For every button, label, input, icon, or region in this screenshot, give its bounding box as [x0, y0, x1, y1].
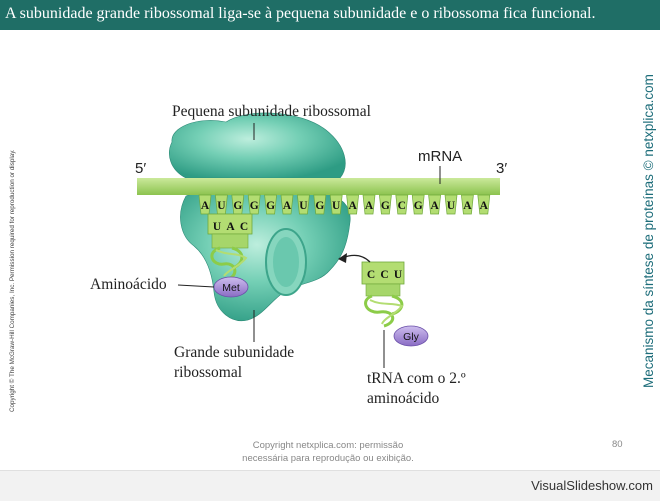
- mrna-tooth: [428, 194, 441, 215]
- page-number: 80: [612, 439, 623, 450]
- mrna-tooth: [444, 194, 458, 215]
- mrna-tooth: [362, 194, 376, 215]
- mrna-tooth: [346, 194, 359, 215]
- mrna-tooth: [411, 194, 425, 215]
- anticodon-base: U: [394, 269, 403, 281]
- large-subunit-label-line2: ribossomal: [174, 364, 243, 381]
- mrna-tooth: [329, 194, 343, 215]
- trna-label-line1: tRNA com o 2.º: [367, 370, 466, 387]
- mrna-base: A: [201, 200, 210, 212]
- anticodon-base: C: [240, 221, 248, 233]
- mrna-tooth: [379, 194, 392, 215]
- anticodon-base: A: [226, 221, 235, 233]
- mrna-base: A: [480, 200, 489, 212]
- mrna-base: C: [398, 200, 406, 212]
- amino-acid-gly: [393, 325, 429, 347]
- anticodon-base: U: [213, 221, 222, 233]
- mrna-base: A: [365, 200, 374, 212]
- mrna-base: G: [414, 200, 423, 212]
- mrna-tooth: [264, 194, 277, 215]
- mrna-tooth: [395, 194, 409, 215]
- ribosome-exit-site-inner: [273, 237, 299, 287]
- mrna-tooth: [477, 194, 491, 215]
- brand-watermark[interactable]: VisualSlideshow.com: [531, 478, 653, 493]
- gly-label: Gly: [403, 331, 420, 343]
- large-subunit-label-line1: Grande subunidade: [174, 344, 295, 361]
- mrna-base: A: [463, 200, 472, 212]
- footer-line-2: necessária para reprodução ou exibição.: [242, 453, 414, 464]
- five-prime-label: 5′: [135, 160, 147, 177]
- aminoacid-label: Aminoácido: [90, 276, 167, 293]
- mrna-label: mRNA: [418, 148, 463, 165]
- mrna-base: U: [217, 200, 226, 212]
- mrna-base: U: [299, 200, 308, 212]
- mrna-tooth: [280, 194, 294, 215]
- trna-met: [207, 213, 253, 282]
- anticodon-base: C: [367, 269, 375, 281]
- mrna-tooth: [313, 194, 327, 215]
- mrna-base: G: [233, 200, 242, 212]
- anticodon-base: C: [380, 269, 388, 281]
- mrna-base: A: [430, 200, 439, 212]
- entry-arrowhead: [338, 253, 347, 263]
- small-ribosomal-subunit: [169, 112, 346, 179]
- mrna-base: A: [283, 200, 292, 212]
- mrna-base: A: [348, 200, 357, 212]
- mrna-base: G: [266, 200, 275, 212]
- met-label: Met: [222, 282, 240, 294]
- footer-line-1: Copyright netxplica.com: permissão: [252, 440, 404, 451]
- mrna-base: U: [447, 200, 456, 212]
- trna-gly: [361, 261, 405, 328]
- mrna-base: U: [332, 200, 341, 212]
- mrna-base: G: [315, 200, 324, 212]
- trna-label-line2: aminoácido: [367, 390, 440, 407]
- slide-title: A subunidade grande ribossomal liga-se à…: [5, 5, 596, 22]
- mrna-strand: [137, 178, 500, 195]
- footer-copyright: Copyright netxplica.com: permissão neces…: [228, 439, 428, 465]
- three-prime-label: 3′: [496, 160, 508, 177]
- title-bar: A subunidade grande ribossomal liga-se à…: [0, 0, 660, 30]
- small-subunit-label: Pequena subunidade ribossomal: [172, 103, 371, 120]
- brand-bar: [0, 470, 660, 501]
- mrna-base: G: [381, 200, 390, 212]
- mrna-base: G: [250, 200, 259, 212]
- aminoacid-leader: [177, 284, 215, 288]
- mrna-tooth: [297, 194, 310, 215]
- mrna-tooth: [461, 194, 474, 215]
- mrna-tooth: [247, 194, 261, 215]
